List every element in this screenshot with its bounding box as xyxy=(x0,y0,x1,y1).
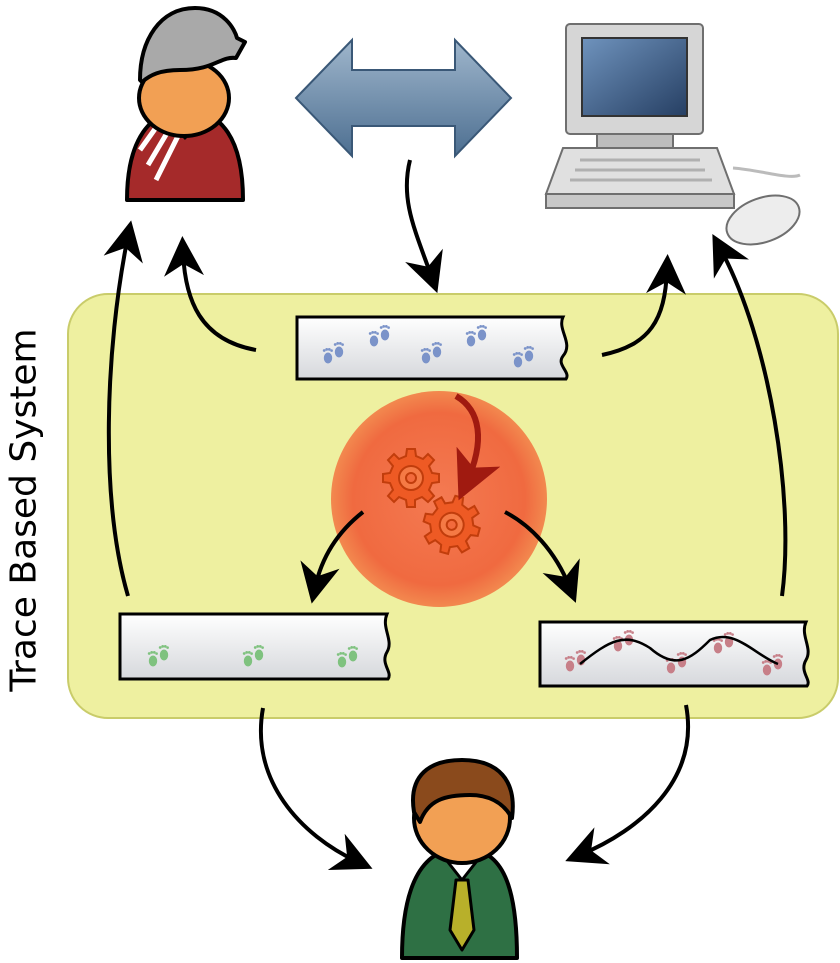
arrow-trace-to-computer xyxy=(601,254,687,357)
system-label: Trace Based System xyxy=(3,328,45,692)
double-arrow-icon xyxy=(294,37,513,159)
computer-icon xyxy=(544,23,801,246)
arrow-modeled-to-analyst xyxy=(259,707,373,870)
raw-trace-strip xyxy=(295,315,569,381)
arrow-engine-to-transformed xyxy=(504,510,580,603)
engine-inflow-arrow xyxy=(454,393,501,501)
trace-curve xyxy=(579,635,779,666)
system-label-container: Trace Based System xyxy=(2,310,46,710)
analyst-icon xyxy=(400,758,519,960)
user-icon xyxy=(125,6,247,202)
arrow-engine-to-modeled xyxy=(300,510,365,604)
arrow-modeled-to-user xyxy=(103,220,143,597)
arrow-transformed-to-analyst xyxy=(565,704,690,865)
arrow-transformed-to-computer xyxy=(712,233,788,597)
transformed-trace-strip xyxy=(538,620,810,688)
modeled-trace-strip xyxy=(118,612,391,681)
flow-arrows xyxy=(103,159,788,870)
arrow-trace-to-user xyxy=(164,236,257,352)
arrow-exchange-to-trace xyxy=(404,159,443,294)
gears-icon xyxy=(382,448,488,562)
